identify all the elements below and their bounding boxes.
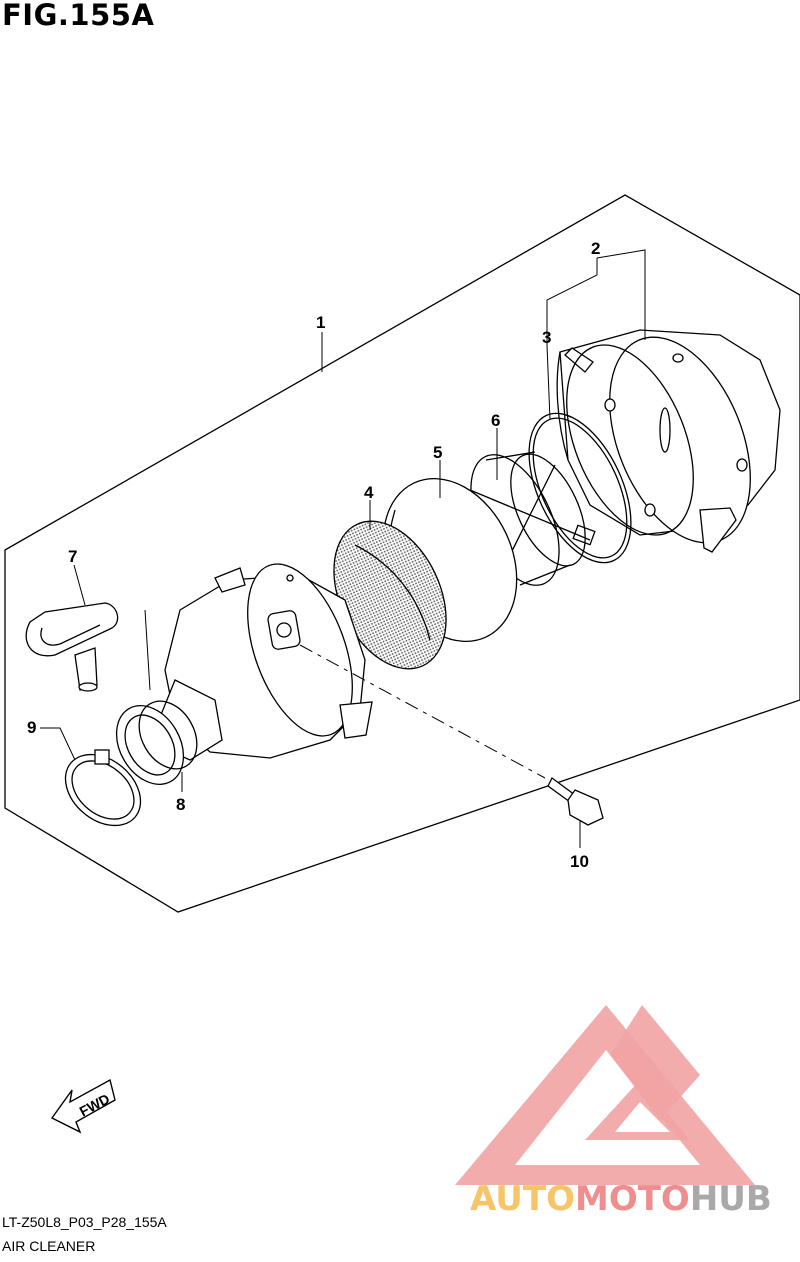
figure-title: FIG.155A: [2, 0, 155, 32]
part-4-mesh-screen: [333, 520, 447, 670]
part-9-clamp: [64, 749, 142, 827]
watermark-logo: [455, 1005, 755, 1185]
watermark-wordmark: AUTOMOTOHUB: [470, 1179, 772, 1219]
diagram-code: LT-Z50L8_P03_P28_155A: [2, 1214, 167, 1230]
callout-2: 2: [591, 239, 600, 258]
callout-6: 6: [491, 411, 500, 430]
watermark-auto: AUTO: [470, 1179, 575, 1219]
svg-text:AUTOMOTOHUB: AUTOMOTOHUB: [470, 1179, 772, 1219]
watermark-hub: HUB: [690, 1179, 772, 1219]
part-10-bolt: [547, 777, 604, 826]
callout-5: 5: [433, 443, 442, 462]
callout-10: 10: [570, 852, 589, 871]
assembly-outline: [4, 194, 800, 913]
callout-9: 9: [27, 718, 36, 737]
part-2-case: [556, 329, 781, 553]
part-3-seal-ring: [528, 412, 632, 564]
part-8-connector: [115, 700, 198, 785]
callout-labels: 1 2 3 4 5 6 7 8 9 10: [27, 239, 600, 871]
callout-1: 1: [316, 313, 325, 332]
watermark-moto: MOTO: [575, 1179, 690, 1219]
callout-4: 4: [364, 483, 374, 502]
part-7-drain-tube: [25, 602, 119, 692]
callout-7: 7: [68, 547, 77, 566]
leader-lines: [40, 249, 646, 848]
fwd-arrow-icon: FWD: [50, 1078, 116, 1134]
diagram-name: AIR CLEANER: [2, 1238, 96, 1254]
callout-3: 3: [542, 328, 551, 347]
callout-8: 8: [176, 795, 185, 814]
